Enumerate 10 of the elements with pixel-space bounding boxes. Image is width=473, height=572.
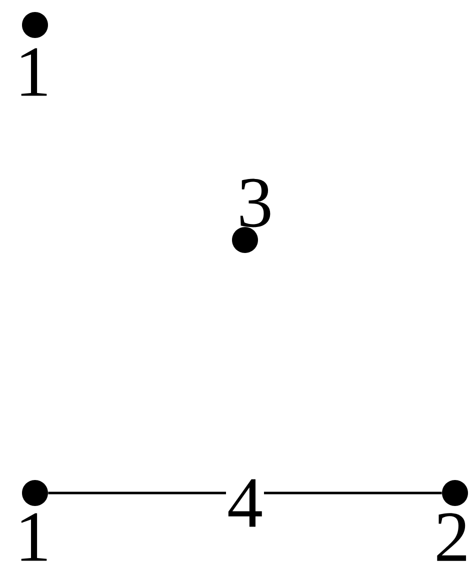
line (48, 492, 442, 494)
number-label: 1 (21, 48, 47, 96)
number-label: 2 (437, 513, 466, 561)
number-label: 3 (240, 178, 270, 228)
dot (232, 227, 258, 253)
edge-label: 4 (226, 478, 264, 528)
dot (442, 480, 468, 506)
dot (22, 480, 48, 506)
dot (22, 12, 48, 38)
number-label: 1 (21, 513, 47, 561)
